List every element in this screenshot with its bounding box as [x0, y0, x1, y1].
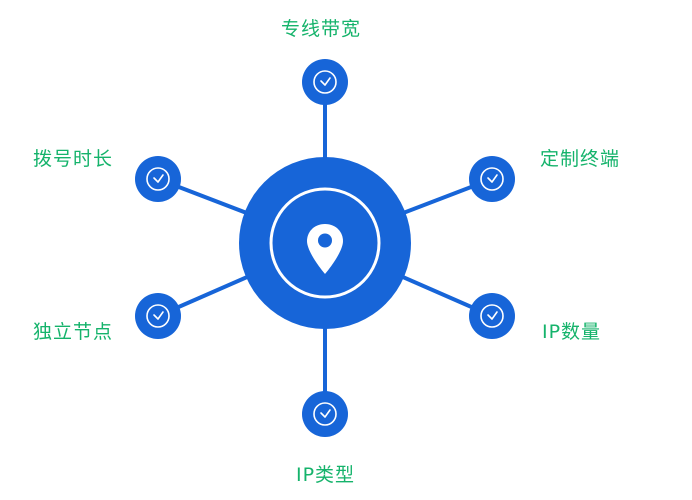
node-lower-right: [469, 293, 515, 339]
label-bottom: IP类型: [296, 464, 356, 486]
center-hub: [239, 157, 411, 329]
label-lower-right: IP数量: [542, 321, 602, 343]
label-upper-left: 拨号时长: [33, 148, 114, 170]
label-top: 专线带宽: [281, 18, 362, 40]
node-top: [302, 59, 348, 105]
node-lower-left: [135, 293, 181, 339]
clock-icon: [313, 70, 337, 94]
clock-icon: [480, 304, 504, 328]
clock-icon: [146, 167, 170, 191]
label-lower-left: 独立节点: [33, 321, 114, 343]
node-bottom: [302, 391, 348, 437]
location-pin-icon: [307, 224, 343, 274]
clock-icon: [480, 167, 504, 191]
node-upper-right: [469, 156, 515, 202]
node-upper-left: [135, 156, 181, 202]
clock-icon: [313, 402, 337, 426]
clock-icon: [146, 304, 170, 328]
label-upper-right: 定制终端: [540, 148, 621, 170]
